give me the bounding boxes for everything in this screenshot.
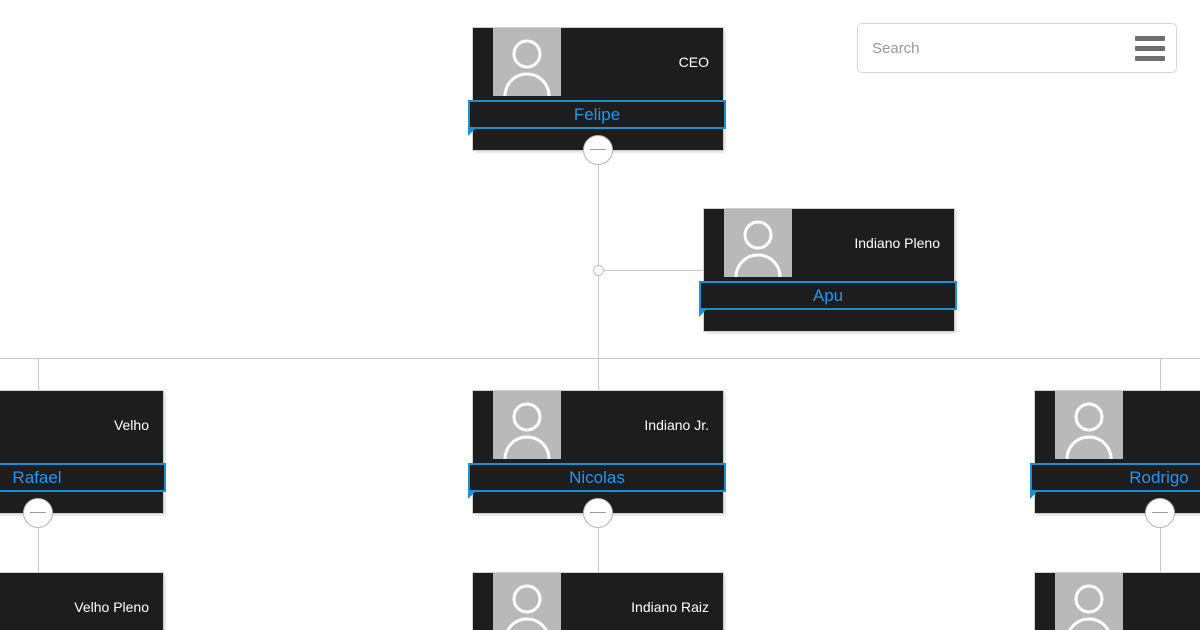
avatar-apu (724, 209, 792, 277)
card-nicolas[interactable]: Indiano Jr. (473, 391, 723, 513)
card-rodrigo-header: Scr (1035, 391, 1200, 459)
card-apu-header: Indiano Pleno (704, 209, 954, 277)
card-felipe[interactable]: CEO (473, 28, 723, 150)
org-node-velho-pleno[interactable]: Velho Pleno (0, 573, 163, 630)
hamburger-line-3 (1135, 55, 1165, 61)
name-bar-apu[interactable]: Apu (699, 281, 957, 310)
org-node-rafael[interactable]: Velho Rafael (0, 391, 166, 528)
avatar-felipe (493, 28, 561, 96)
org-node-apu[interactable]: Indiano Pleno Apu (699, 209, 957, 331)
ribbon-tail-nicolas (468, 492, 475, 499)
avatar-rodrigo (1055, 391, 1123, 459)
role-scrum-partial: Scr (1123, 573, 1200, 615)
collapse-toggle-felipe[interactable] (583, 135, 613, 165)
card-rodrigo[interactable]: Scr (1035, 391, 1200, 513)
name-bar-rafael[interactable]: Rafael (0, 463, 166, 492)
role-apu: Indiano Pleno (854, 235, 940, 251)
card-scrum-partial-header: Scr (1035, 573, 1200, 630)
card-velho-pleno-header: Velho Pleno (0, 573, 163, 630)
connector-drop-rodrigo (1160, 358, 1161, 391)
connector-distribution-right-overflow (1161, 358, 1200, 359)
connector-drop-scrum-child (1160, 525, 1161, 575)
hamburger-menu-icon[interactable] (1132, 23, 1176, 73)
org-node-felipe[interactable]: CEO Felipe (468, 28, 726, 165)
card-indiano-raiz[interactable]: Indiano Raiz (473, 573, 723, 630)
ribbon-tail-rodrigo (1030, 492, 1037, 499)
card-rafael[interactable]: Velho (0, 391, 163, 513)
junction-dot-apu[interactable] (593, 265, 604, 276)
card-indiano-raiz-header: Indiano Raiz (473, 573, 723, 630)
name-bar-rodrigo[interactable]: Rodrigo (1030, 463, 1200, 492)
org-node-rodrigo[interactable]: Scr Rodrigo (1030, 391, 1200, 528)
connector-distribution-bar (38, 358, 1161, 359)
search-bar[interactable] (857, 23, 1177, 73)
ribbon-tail-felipe (468, 129, 475, 136)
search-input[interactable] (858, 39, 1132, 57)
collapse-toggle-nicolas[interactable] (583, 498, 613, 528)
connector-drop-nicolas (598, 358, 599, 391)
org-node-scrum-partial[interactable]: Scr (1035, 573, 1200, 630)
avatar-nicolas (493, 391, 561, 459)
role-velho-pleno: Velho Pleno (74, 599, 149, 615)
role-rafael: Velho (113, 417, 149, 433)
ribbon-tail-apu (699, 310, 706, 317)
card-apu[interactable]: Indiano Pleno (704, 209, 954, 331)
card-rafael-header: Velho (0, 391, 163, 459)
avatar-scrum-partial (1055, 573, 1123, 630)
hamburger-line-1 (1135, 35, 1165, 41)
card-velho-pleno[interactable]: Velho Pleno (0, 573, 163, 630)
card-scrum-partial[interactable]: Scr (1035, 573, 1200, 630)
name-bar-nicolas[interactable]: Nicolas (468, 463, 726, 492)
connector-drop-indiano-raiz (598, 525, 599, 575)
avatar-indiano-raiz (493, 573, 561, 630)
connector-distribution-left-overflow (0, 358, 38, 359)
collapse-toggle-rafael[interactable] (23, 498, 53, 528)
role-indiano-raiz: Indiano Raiz (631, 599, 709, 615)
connector-drop-velho-pleno (38, 525, 39, 575)
connector-apu-branch (598, 270, 704, 271)
card-nicolas-header: Indiano Jr. (473, 391, 723, 459)
connector-drop-rafael (38, 358, 39, 391)
collapse-toggle-rodrigo[interactable] (1145, 498, 1175, 528)
org-node-nicolas[interactable]: Indiano Jr. Nicolas (468, 391, 726, 528)
name-bar-felipe[interactable]: Felipe (468, 100, 726, 129)
hamburger-line-2 (1135, 45, 1165, 51)
role-felipe: CEO (678, 54, 709, 70)
role-nicolas: Indiano Jr. (644, 417, 709, 433)
card-felipe-header: CEO (473, 28, 723, 96)
role-rodrigo: Scr (1123, 391, 1200, 433)
org-node-indiano-raiz[interactable]: Indiano Raiz (473, 573, 723, 630)
connector-felipe-trunk (598, 150, 599, 358)
